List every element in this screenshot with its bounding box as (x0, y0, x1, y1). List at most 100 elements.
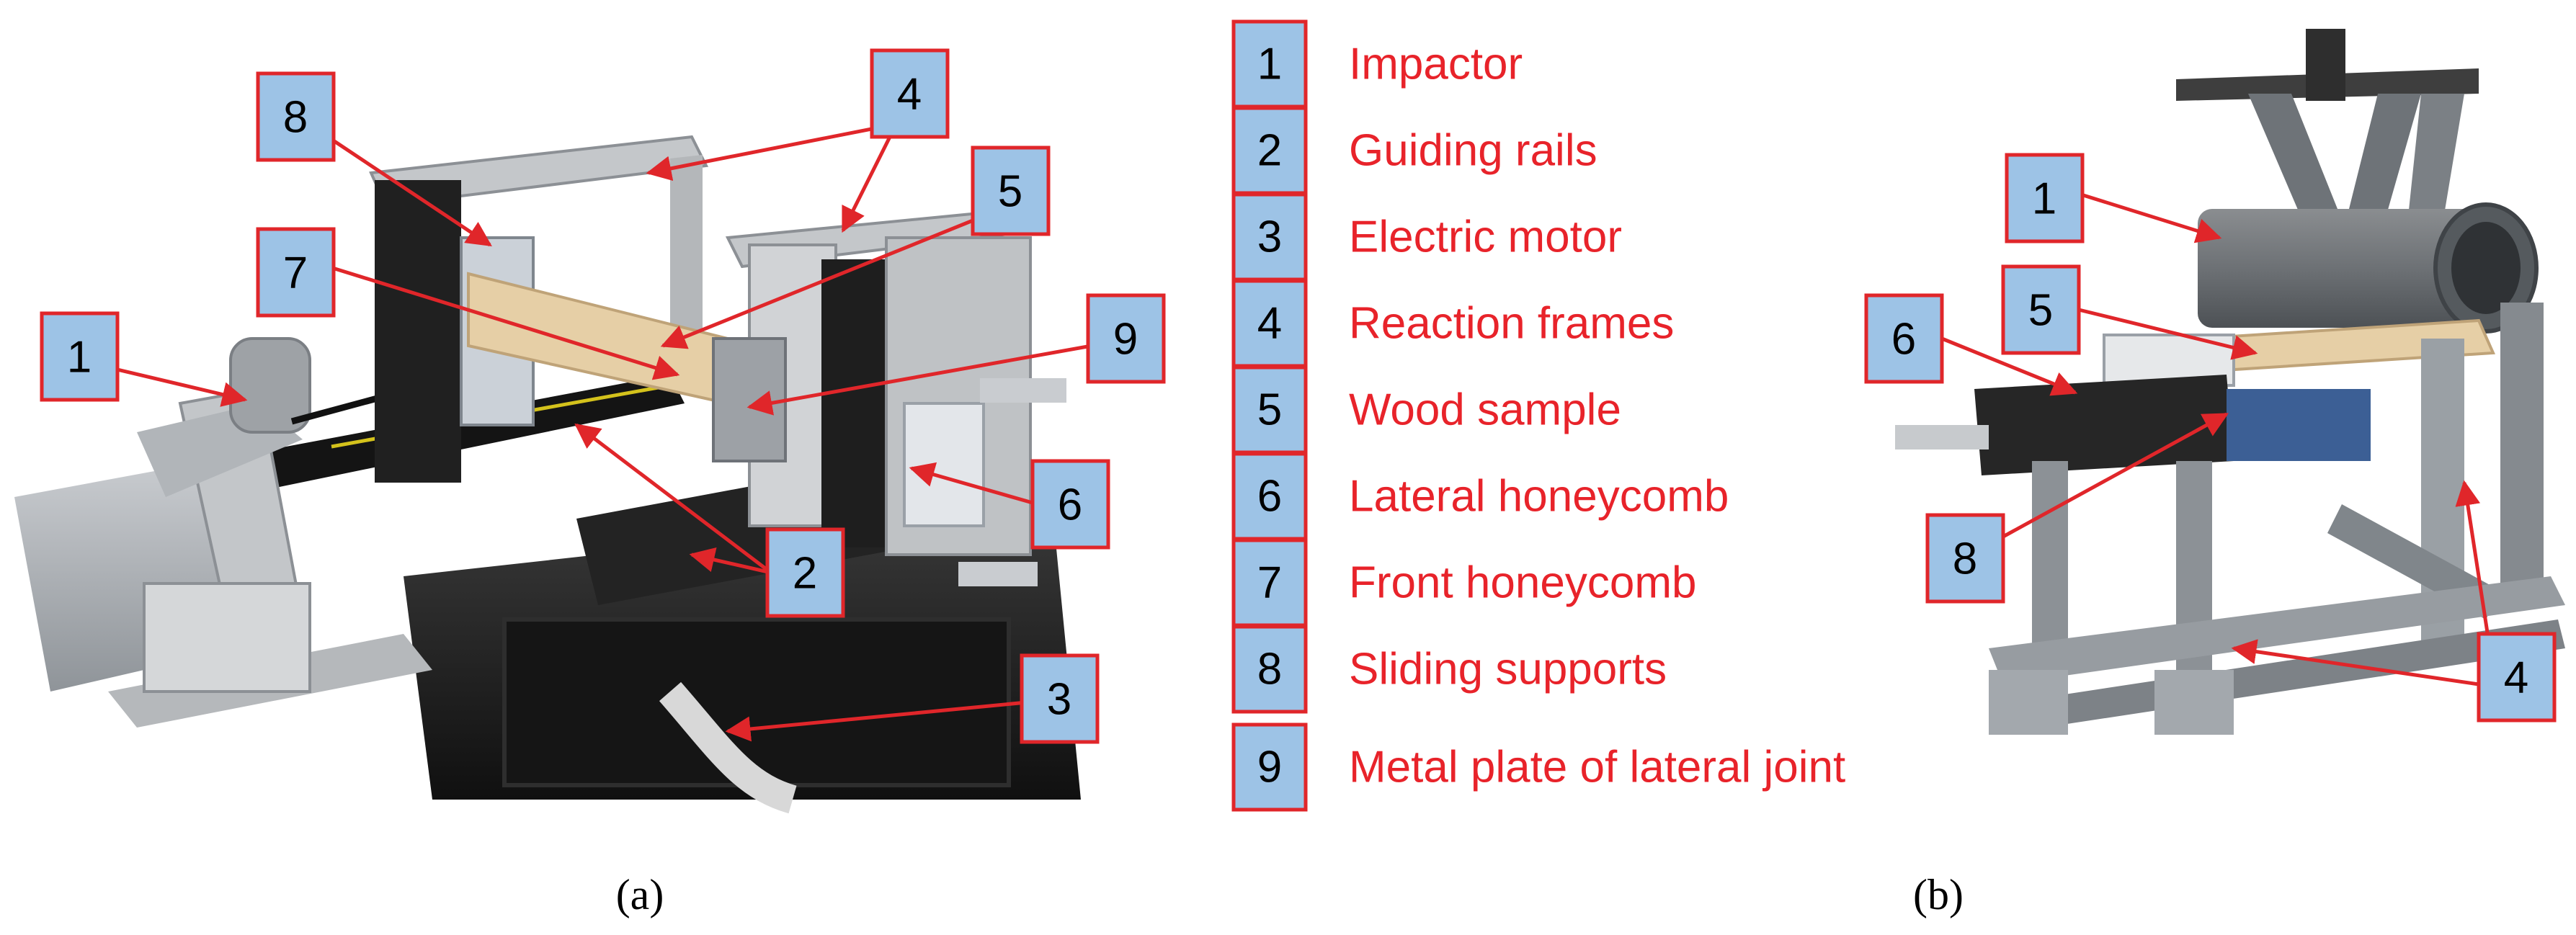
legend: 1 Impactor 2 Guiding rails 3 Electric mo… (1231, 19, 1845, 812)
legend-item-number: 8 (1257, 645, 1282, 694)
upper-truss-left (2248, 94, 2349, 245)
upper-truss-outer (2407, 94, 2464, 231)
upper-truss-right (2342, 94, 2421, 245)
bolt-rod-b (1895, 425, 1989, 449)
frame-post-far (2500, 303, 2544, 605)
foot-right (2154, 670, 2234, 735)
svg-text:4: 4 (897, 70, 922, 120)
legend-item-3: 3 Electric motor (1231, 192, 1622, 282)
legend-item-label: Front honeycomb (1349, 558, 1696, 608)
panel-b-callout-labels: 1 5 6 8 4 (1864, 153, 2557, 722)
legend-item-label: Sliding supports (1349, 645, 1667, 694)
legend-item-number: 6 (1257, 472, 1282, 522)
foot-left (1989, 670, 2068, 735)
base-rail-front (1989, 576, 2565, 684)
panel-a-rig-photo (14, 135, 1081, 814)
svg-text:2: 2 (793, 549, 817, 599)
svg-text:5: 5 (2028, 286, 2053, 336)
callout-label-a-7: 7 (256, 227, 336, 318)
callout-label-b-4: 4 (2477, 632, 2557, 722)
lateral-honeycomb-block (903, 402, 985, 527)
callout-arrow-b-1 (2080, 192, 2222, 243)
callout-arrow-a-2b (689, 547, 772, 575)
callout-arrow-a-1 (107, 365, 248, 407)
legend-item-1: 1 Impactor (1231, 19, 1523, 109)
panel-a-caption: (a) (616, 871, 664, 918)
sliding-support-plate-a (375, 180, 461, 483)
panel-b-callout-arrows (1941, 192, 2495, 686)
svg-text:3: 3 (1047, 675, 1071, 725)
panel-b-rig-photo (1895, 29, 2565, 735)
callout-label-a-6: 6 (1030, 459, 1110, 550)
callout-arrow-a-6 (909, 462, 1038, 506)
panel-a-callout-labels: 1 2 3 4 5 6 7 8 (40, 48, 1166, 744)
svg-text:8: 8 (283, 93, 308, 143)
callout-arrow-a-4b (841, 128, 896, 233)
legend-item-9: 9 Metal plate of lateral joint (1231, 722, 1845, 812)
sliding-support-b (1974, 375, 2234, 475)
bolt-rod-lower (958, 562, 1038, 586)
callout-arrow-a-3 (725, 700, 1028, 742)
impactor-pipe-bore (2451, 222, 2521, 314)
callout-label-a-8: 8 (256, 71, 336, 162)
white-cable (659, 681, 797, 814)
impactor-pipe-b (2198, 209, 2493, 328)
legend-item-label: Reaction frames (1349, 299, 1674, 349)
legend-item-4: 4 Reaction frames (1231, 279, 1674, 368)
panel-b-caption: (b) (1913, 871, 1964, 918)
callout-arrow-a-2a (574, 423, 772, 574)
callout-label-a-3: 3 (1020, 653, 1100, 744)
callout-arrow-a-4a (646, 124, 887, 182)
legend-item-2: 2 Guiding rails (1231, 106, 1597, 195)
callout-arrow-a-7 (327, 264, 680, 380)
svg-text:6: 6 (1891, 315, 1916, 364)
legend-item-number: 7 (1257, 558, 1282, 608)
callout-arrow-b-6 (1941, 336, 2078, 396)
metal-plate-lateral-joint (712, 337, 787, 462)
callout-label-a-9: 9 (1086, 293, 1166, 384)
blue-clamps (2227, 389, 2371, 461)
legend-item-label: Guiding rails (1349, 126, 1597, 176)
callout-arrow-b-5 (2078, 308, 2258, 360)
legend-item-number: 4 (1257, 299, 1282, 349)
svg-text:9: 9 (1113, 315, 1138, 364)
legend-item-number: 5 (1257, 385, 1282, 435)
svg-text:4: 4 (2504, 653, 2528, 703)
legend-item-label: Wood sample (1349, 385, 1621, 435)
callout-label-a-4: 4 (870, 48, 950, 139)
legend-item-6: 6 Lateral honeycomb (1231, 452, 1729, 541)
callout-arrow-b-8 (2002, 412, 2229, 539)
legend-item-label: Metal plate of lateral joint (1349, 743, 1845, 792)
callout-label-a-5: 5 (971, 146, 1051, 236)
svg-text:8: 8 (1953, 534, 1977, 584)
motor-box (502, 617, 1011, 787)
legend-item-7: 7 Front honeycomb (1231, 538, 1696, 627)
svg-text:1: 1 (2032, 174, 2056, 224)
impactor-block (143, 582, 311, 693)
callout-label-b-1: 1 (2005, 153, 2085, 243)
callout-arrow-a-5 (660, 214, 984, 349)
legend-item-8: 8 Sliding supports (1231, 625, 1667, 714)
legend-item-number: 9 (1257, 743, 1282, 792)
top-post (2306, 29, 2345, 101)
svg-text:1: 1 (67, 333, 92, 382)
callout-label-b-8: 8 (1925, 513, 2005, 604)
legend-item-5: 5 Wood sample (1231, 365, 1621, 455)
callout-label-b-6: 6 (1864, 293, 1944, 384)
legend-item-number: 3 (1257, 212, 1282, 262)
base-rail-rear (1989, 619, 2565, 735)
legend-item-label: Impactor (1349, 40, 1523, 89)
callout-label-a-2: 2 (765, 527, 845, 618)
callout-arrow-a-9 (746, 344, 1092, 416)
callout-label-a-1: 1 (40, 311, 120, 402)
svg-text:7: 7 (283, 249, 308, 298)
callout-arrow-a-8 (326, 135, 492, 247)
legend-item-number: 1 (1257, 40, 1282, 89)
svg-text:5: 5 (998, 167, 1022, 217)
legend-item-label: Lateral honeycomb (1349, 472, 1729, 522)
svg-text:6: 6 (1058, 480, 1082, 530)
legend-item-label: Electric motor (1349, 212, 1622, 262)
bolt-rod-upper (980, 378, 1066, 403)
panel-a-callout-arrows (107, 124, 1092, 742)
